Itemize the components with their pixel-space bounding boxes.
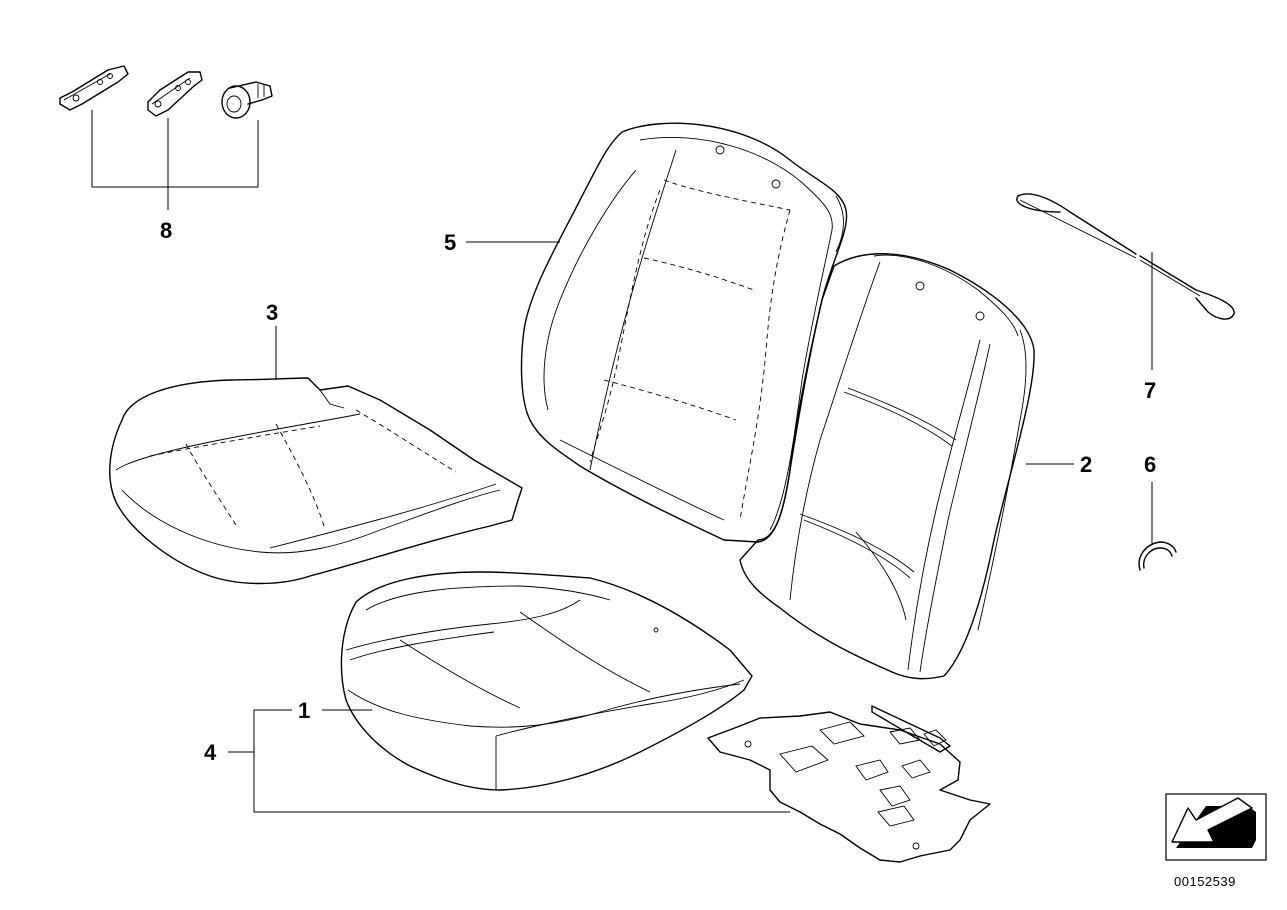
callout-1: 1 [298, 698, 310, 723]
arrow-icon [1171, 797, 1253, 843]
direction-arrow-box [1165, 793, 1267, 861]
callout-8: 8 [160, 218, 172, 243]
document-number: 00152539 [1174, 874, 1236, 889]
callout-3: 3 [266, 300, 278, 325]
backrest-pad [739, 253, 1035, 680]
screw [221, 81, 273, 119]
seat-cushion-pad [340, 571, 753, 791]
callout-5: 5 [444, 230, 456, 255]
leader-lines [228, 241, 1153, 813]
bracket-left [59, 65, 129, 111]
clip [1138, 541, 1177, 571]
callout-labels: 8 3 5 2 7 6 1 4 [160, 218, 1156, 765]
callout-4: 4 [204, 740, 217, 765]
wire [1016, 193, 1235, 320]
seat-heating-element [707, 705, 991, 863]
backrest-cover [520, 122, 848, 543]
callout-6: 6 [1144, 452, 1156, 477]
callout-2: 2 [1080, 452, 1092, 477]
bracket-right [147, 71, 203, 117]
seat-cushion-cover [109, 377, 523, 585]
callout-7: 7 [1144, 378, 1156, 403]
callout-8-leaders [91, 110, 259, 210]
